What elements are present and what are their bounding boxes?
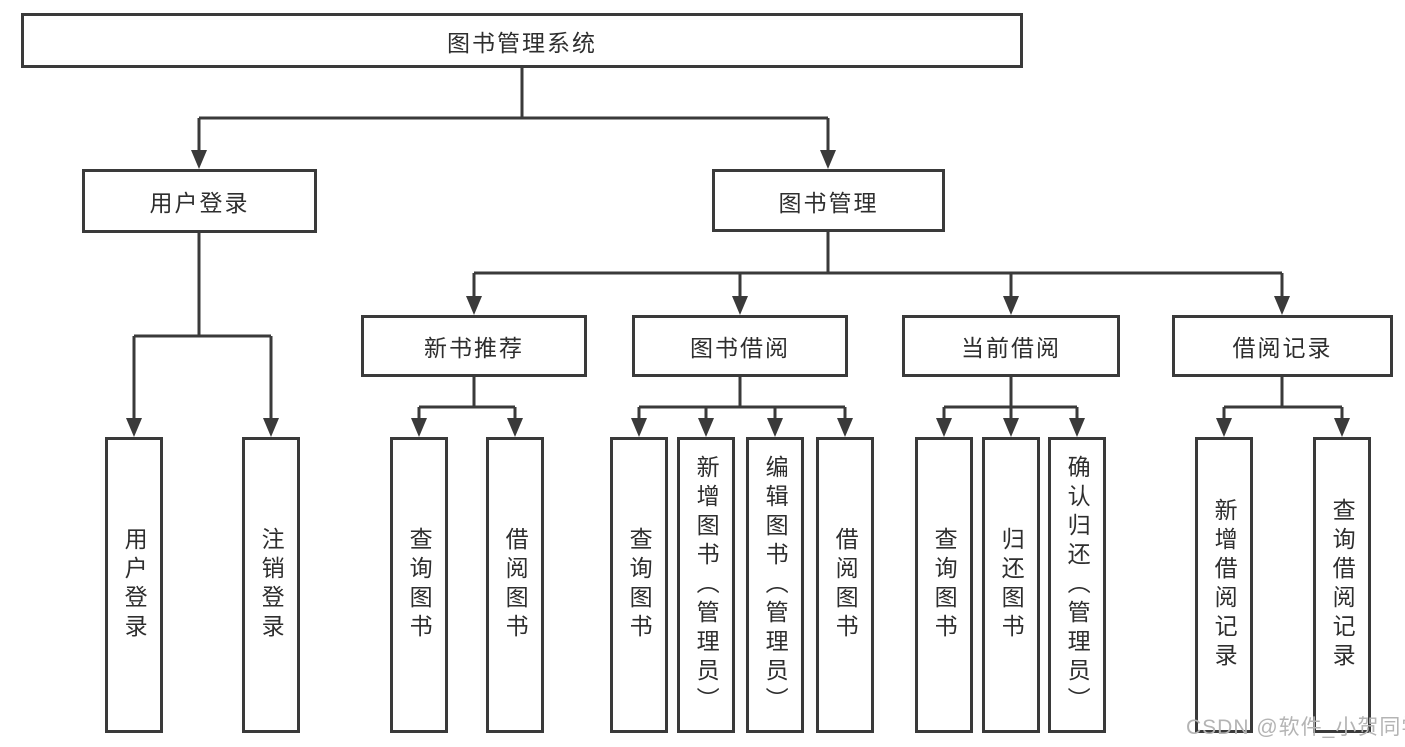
leaf-label: 查询借阅记录 bbox=[1329, 498, 1356, 672]
leaf-label: 借阅图书 bbox=[832, 527, 859, 643]
leaf-label: 确认归还（管理员） bbox=[1064, 454, 1091, 716]
csdn-watermark: CSDN @软件_小贺同学 bbox=[1186, 716, 1405, 739]
leaf-label: 归还图书 bbox=[998, 527, 1025, 643]
leaf-label: 新增借阅记录 bbox=[1211, 498, 1238, 672]
leaf-query-borrow-record: 查询借阅记录 bbox=[1313, 437, 1371, 733]
leaf-edit-books-admin: 编辑图书（管理员） bbox=[746, 437, 804, 733]
leaf-label: 用户登录 bbox=[121, 527, 148, 643]
leaf-add-books-admin: 新增图书（管理员） bbox=[677, 437, 735, 733]
leaf-label: 借阅图书 bbox=[502, 527, 529, 643]
leaf-label: 编辑图书（管理员） bbox=[762, 454, 789, 716]
node-label: 新书推荐 bbox=[424, 335, 524, 361]
leaf-label: 查询图书 bbox=[626, 527, 653, 643]
leaf-borrow-books: 借阅图书 bbox=[486, 437, 544, 733]
leaf-return-books: 归还图书 bbox=[982, 437, 1040, 733]
leaf-user-login: 用户登录 bbox=[105, 437, 163, 733]
node-label: 用户登录 bbox=[149, 190, 250, 216]
node-new-book-recommendation: 新书推荐 bbox=[361, 315, 587, 377]
node-current-borrowing: 当前借阅 bbox=[902, 315, 1120, 377]
leaf-query-books: 查询图书 bbox=[915, 437, 973, 733]
node-book-management: 图书管理 bbox=[712, 169, 945, 232]
node-book-borrowing: 图书借阅 bbox=[632, 315, 848, 377]
leaf-borrow-books: 借阅图书 bbox=[816, 437, 874, 733]
leaf-add-borrow-record: 新增借阅记录 bbox=[1195, 437, 1253, 733]
node-borrowing-records: 借阅记录 bbox=[1172, 315, 1393, 377]
node-label: 借阅记录 bbox=[1232, 335, 1333, 361]
node-label: 图书管理 bbox=[778, 189, 879, 216]
node-label: 图书借阅 bbox=[690, 335, 790, 361]
leaf-logout: 注销登录 bbox=[242, 437, 300, 733]
node-library-management-system: 图书管理系统 bbox=[21, 13, 1023, 68]
node-label: 当前借阅 bbox=[961, 335, 1061, 361]
leaf-label: 查询图书 bbox=[931, 527, 958, 643]
leaf-confirm-return-admin: 确认归还（管理员） bbox=[1048, 437, 1106, 733]
arrowheads bbox=[126, 150, 1350, 437]
leaf-label: 注销登录 bbox=[258, 527, 285, 643]
leaf-label: 查询图书 bbox=[406, 527, 433, 643]
node-user-login: 用户登录 bbox=[82, 169, 317, 233]
leaf-query-books: 查询图书 bbox=[390, 437, 448, 733]
leaf-query-books: 查询图书 bbox=[610, 437, 668, 733]
leaf-label: 新增图书（管理员） bbox=[693, 454, 720, 716]
node-label: 图书管理系统 bbox=[447, 29, 597, 56]
